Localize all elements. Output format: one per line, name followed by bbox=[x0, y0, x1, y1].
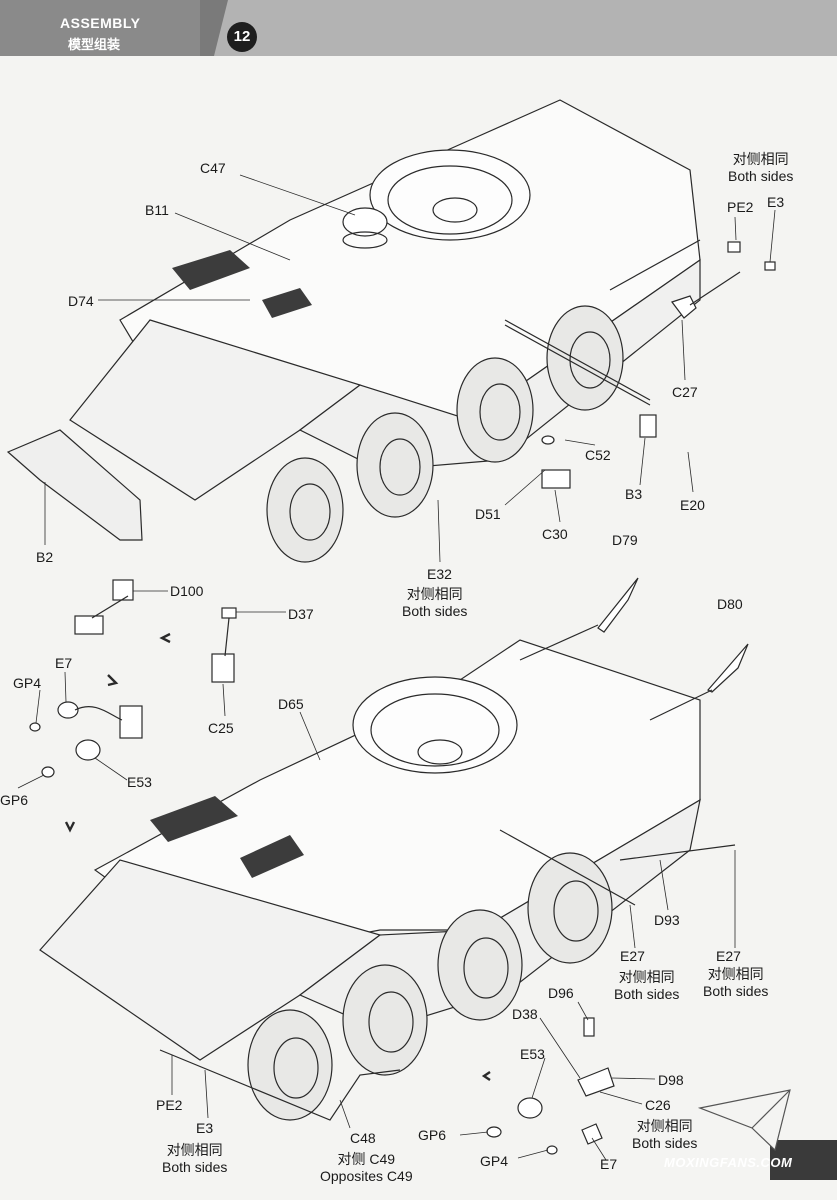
label-e3-top: E3 bbox=[767, 194, 785, 210]
label-e53-left: E53 bbox=[127, 774, 152, 790]
label-d96: D96 bbox=[548, 985, 574, 1001]
note-en: Both sides bbox=[614, 986, 680, 1002]
note-cn: 对侧相同 bbox=[406, 586, 463, 602]
label-d80: D80 bbox=[717, 596, 743, 612]
note-en: Both sides bbox=[402, 603, 468, 619]
label-e3-bottom: E3 bbox=[196, 1120, 214, 1136]
label-e7-right: E7 bbox=[600, 1156, 618, 1172]
note-both-sides-e27-a: 对侧相同 Both sides bbox=[614, 969, 679, 1003]
note-en: Both sides bbox=[703, 983, 769, 999]
label-b11: B11 bbox=[145, 202, 169, 218]
label-e7-left: E7 bbox=[55, 655, 73, 671]
label-c25: C25 bbox=[208, 720, 234, 736]
label-gp4-right: GP4 bbox=[480, 1153, 509, 1169]
top-leader-lines bbox=[44, 174, 776, 563]
note-en: Both sides bbox=[632, 1135, 698, 1151]
label-b3: B3 bbox=[625, 486, 643, 502]
label-c26: C26 bbox=[645, 1097, 671, 1113]
bottom-leader-lines bbox=[171, 711, 736, 1161]
label-pe2-bottom: PE2 bbox=[156, 1097, 183, 1113]
note-en: Both sides bbox=[728, 168, 794, 184]
label-c27: C27 bbox=[672, 384, 698, 400]
note-cn: 对侧相同 bbox=[707, 966, 764, 982]
header-band bbox=[0, 0, 837, 56]
label-c52: C52 bbox=[585, 447, 611, 463]
label-gp4-left: GP4 bbox=[13, 675, 42, 691]
note-en: Opposites C49 bbox=[320, 1168, 413, 1184]
label-d93: D93 bbox=[654, 912, 680, 928]
watermark-text: MOXINGFANS.COM bbox=[664, 1155, 793, 1170]
note-opposite-c49: 对侧 C49 Opposites C49 bbox=[320, 1151, 413, 1185]
note-cn: 对侧 C49 bbox=[337, 1151, 396, 1167]
label-d98: D98 bbox=[658, 1072, 684, 1088]
watermark-badge bbox=[697, 1089, 837, 1180]
note-both-sides-e27-b: 对侧相同 Both sides bbox=[703, 966, 768, 1000]
note-both-sides-e32: 对侧相同 Both sides bbox=[402, 586, 467, 620]
top-vehicle-drawing bbox=[6, 99, 776, 563]
label-gp6-right: GP6 bbox=[418, 1127, 447, 1143]
note-cn: 对侧相同 bbox=[618, 969, 675, 985]
label-pe2-top: PE2 bbox=[727, 199, 754, 215]
note-both-sides-top: 对侧相同 Both sides bbox=[728, 151, 793, 185]
label-d51: D51 bbox=[475, 506, 501, 522]
label-c48: C48 bbox=[350, 1130, 376, 1146]
label-d65: D65 bbox=[278, 696, 304, 712]
page-header: ASSEMBLY 模型组装 12 bbox=[0, 0, 837, 56]
note-cn: 对侧相同 bbox=[732, 151, 789, 167]
label-d38: D38 bbox=[512, 1006, 538, 1022]
label-c30: C30 bbox=[542, 526, 568, 542]
label-d37: D37 bbox=[288, 606, 314, 622]
label-gp6-left: GP6 bbox=[0, 792, 29, 808]
left-subassembly-drawings bbox=[29, 579, 237, 833]
label-e27-b: E27 bbox=[716, 948, 741, 964]
assembly-subtitle: 模型组装 bbox=[68, 37, 121, 52]
label-d79: D79 bbox=[612, 532, 638, 548]
label-e27-a: E27 bbox=[620, 948, 645, 964]
label-c47: C47 bbox=[200, 160, 226, 176]
note-cn: 对侧相同 bbox=[636, 1118, 693, 1134]
left-leader-lines bbox=[17, 590, 286, 789]
note-both-sides-e3: 对侧相同 Both sides bbox=[162, 1142, 227, 1176]
label-d100: D100 bbox=[170, 583, 204, 599]
note-en: Both sides bbox=[162, 1159, 228, 1175]
note-both-sides-c26: 对侧相同 Both sides bbox=[632, 1118, 697, 1152]
label-e53-right: E53 bbox=[520, 1046, 545, 1062]
label-b2: B2 bbox=[36, 549, 54, 565]
step-number: 12 bbox=[227, 22, 257, 52]
bottom-vehicle-drawing bbox=[39, 577, 749, 1155]
label-e32: E32 bbox=[427, 566, 452, 582]
assembly-title: ASSEMBLY bbox=[60, 15, 141, 31]
note-cn: 对侧相同 bbox=[166, 1142, 223, 1158]
label-d74: D74 bbox=[68, 293, 94, 309]
label-e20: E20 bbox=[680, 497, 705, 513]
